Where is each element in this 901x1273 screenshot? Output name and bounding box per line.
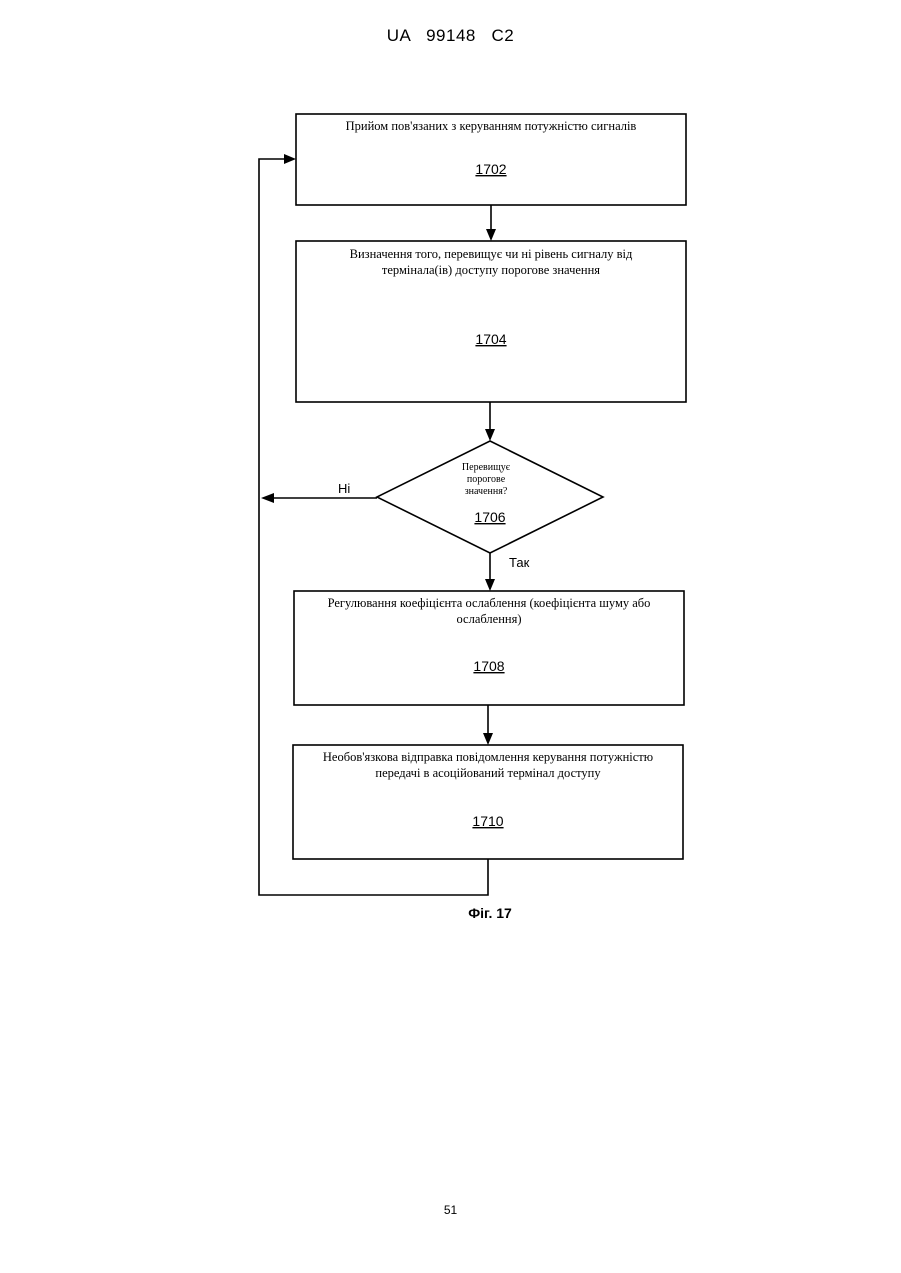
box-1710-line-2: передачі в асоційований термінал доступу [375,766,601,780]
figure-caption: Фіг. 17 [468,905,512,921]
box-1702-ref: 1702 [475,161,506,177]
arrow-1704-to-1706 [485,402,495,441]
page-number: 51 [0,1203,901,1217]
decision-1706-line-1: Перевищує [462,462,511,473]
process-box-1702: Прийом пов'язаних з керуванням потужніст… [296,114,686,205]
edge-label-no: Ні [338,481,350,496]
edge-label-yes: Так [509,555,530,570]
box-1704-line-1: Визначення того, перевищує чи ні рівень … [350,247,633,261]
arrow-no-branch [261,493,377,503]
process-box-1710: Необов'язкова відправка повідомлення кер… [293,745,683,859]
arrow-1706-to-1708 [485,553,495,591]
box-1704-line-2: термінала(ів) доступу порогове значення [382,263,600,277]
box-1708-ref: 1708 [473,658,504,674]
decision-1706-line-3: значення? [465,486,508,497]
decision-diamond-1706: Перевищує порогове значення? 1706 [377,441,603,553]
decision-1706-line-2: порогове [467,474,506,485]
decision-1706-ref: 1706 [474,509,505,525]
box-1704-ref: 1704 [475,331,506,347]
process-box-1708: Регулювання коефіцієнта ослаблення (коеф… [294,591,684,705]
box-1710-line-1: Необов'язкова відправка повідомлення кер… [323,750,653,764]
box-1708-line-1: Регулювання коефіцієнта ослаблення (коеф… [328,596,651,610]
arrow-1702-to-1704 [486,205,496,241]
arrow-1708-to-1710 [483,705,493,745]
box-1708-line-2: ослаблення) [456,612,521,626]
box-1702-line-1: Прийом пов'язаних з керуванням потужніст… [346,119,637,133]
box-1710-ref: 1710 [472,813,503,829]
process-box-1704: Визначення того, перевищує чи ні рівень … [296,241,686,402]
